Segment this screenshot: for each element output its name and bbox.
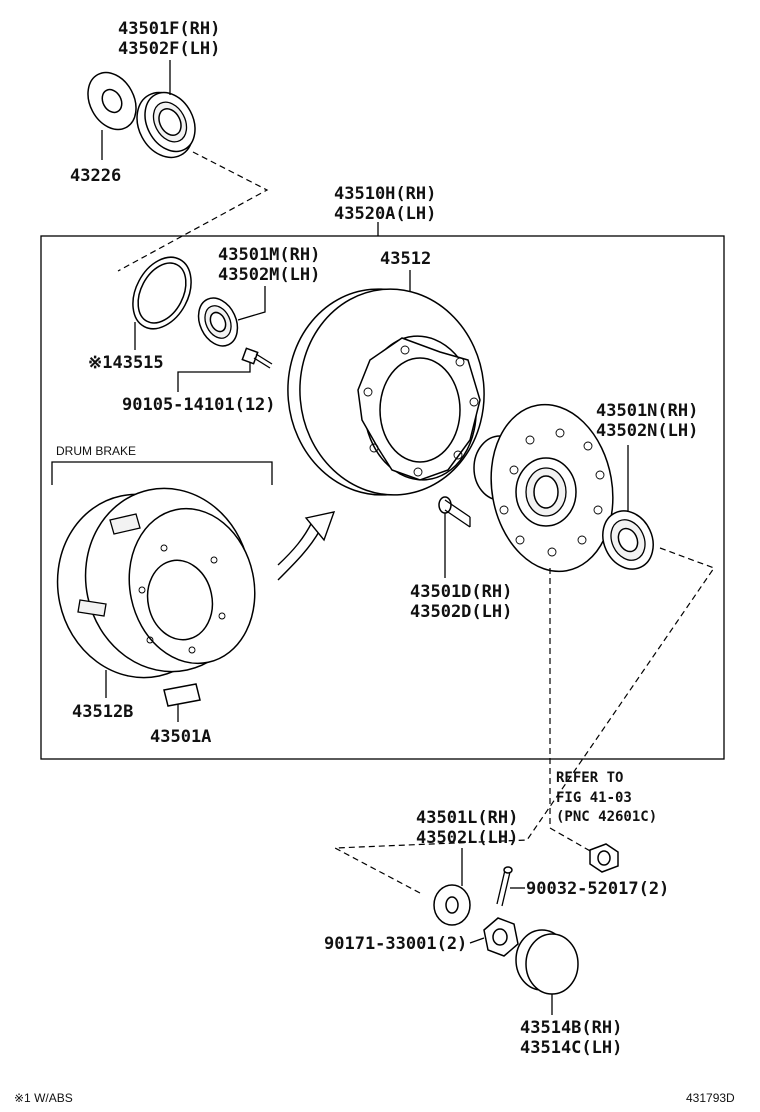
label-43514B: 43514B(RH) (520, 1018, 622, 1038)
label-43502D: 43502D(LH) (410, 602, 512, 622)
washer-43501L[interactable] (433, 884, 471, 926)
label-43515: ※143515 (88, 353, 164, 373)
label-90171: 90171-33001(2) (324, 934, 467, 954)
guide-line-nut-b (549, 827, 593, 853)
assembly-frame (40, 235, 725, 760)
bolt-90105[interactable] (241, 347, 273, 369)
abs-ring-43515[interactable] (121, 247, 203, 339)
footnote-abs: ※1 W/ABS (14, 1091, 73, 1105)
label-43501A: 43501A (150, 727, 211, 747)
label-43501F: 43501F(RH) (118, 19, 220, 39)
label-drum-brake: DRUM BRAKE (56, 444, 136, 458)
label-43520A: 43520A(LH) (334, 204, 436, 224)
oil-seal-43226[interactable] (78, 64, 145, 138)
castle-nut-90171[interactable] (483, 917, 519, 957)
leader-43501M (237, 286, 266, 321)
label-43501M: 43501M(RH) (218, 245, 320, 265)
label-43226: 43226 (70, 166, 121, 186)
screw-43501A[interactable] (163, 683, 201, 707)
label-43502N: 43502N(LH) (596, 421, 698, 441)
label-43502M: 43502M(LH) (218, 265, 320, 285)
bearing-43501M[interactable] (191, 292, 245, 353)
axle-hub[interactable] (473, 395, 626, 581)
figure-id: 431793D (686, 1091, 735, 1105)
label-90032: 90032-52017(2) (526, 879, 669, 899)
hub-cap-43514B[interactable] (515, 929, 579, 995)
cotter-pin-90032[interactable] (496, 866, 513, 907)
lock-nut-42601C[interactable] (589, 843, 619, 873)
bearing-43501F[interactable] (126, 83, 205, 167)
label-refer-3: (PNC 42601C) (556, 809, 657, 825)
guide-line-lower (332, 547, 715, 894)
label-43501D: 43501D(RH) (410, 582, 512, 602)
label-43512: 43512 (380, 249, 431, 269)
label-43501N: 43501N(RH) (596, 401, 698, 421)
label-43501L: 43501L(RH) (416, 808, 518, 828)
label-refer-1: REFER TO (556, 770, 623, 786)
arrow-head (304, 511, 336, 542)
label-43502L: 43502L(LH) (416, 828, 518, 848)
replacement-arrow (277, 529, 321, 581)
brake-drum-43512B[interactable] (41, 473, 269, 693)
hub-bolt-43501D[interactable] (438, 496, 471, 528)
label-refer-2: FIG 41-03 (556, 790, 632, 806)
bearing-43501N[interactable] (594, 503, 663, 578)
guide-line-upper (117, 151, 269, 272)
leader-90105 (177, 362, 251, 392)
label-43514C: 43514C(LH) (520, 1038, 622, 1058)
label-90105: 90105-14101(12) (122, 395, 276, 415)
replacement-arrow-b (277, 521, 313, 566)
label-43510H: 43510H(RH) (334, 184, 436, 204)
disc-rotor-43512[interactable] (279, 281, 492, 502)
label-43502F: 43502F(LH) (118, 39, 220, 59)
drum-brake-bracket (51, 461, 273, 485)
label-43512B: 43512B (72, 702, 133, 722)
leader-90171 (469, 937, 485, 944)
